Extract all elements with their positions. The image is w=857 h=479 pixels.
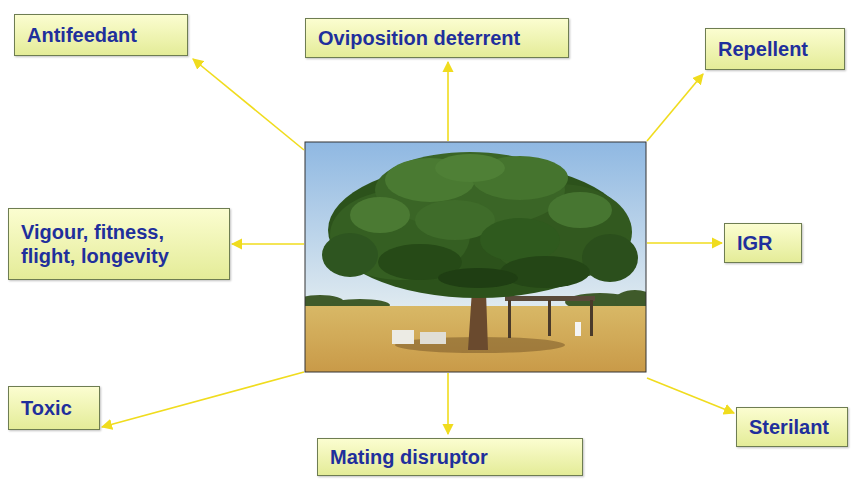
leader-arrows: [647, 242, 722, 244]
leader-arrows: [647, 378, 734, 413]
tree-canopy: [322, 152, 638, 298]
tree-canopy: [582, 234, 638, 282]
leader-arrows: [447, 62, 449, 141]
shed: [505, 296, 595, 338]
leader-arrows: [647, 74, 703, 141]
shed: [575, 322, 581, 336]
tree-canopy: [350, 197, 410, 233]
concrete-blocks: [420, 332, 446, 344]
effect-box: IGR: [724, 223, 802, 263]
shed: [508, 300, 511, 338]
effect-label: Oviposition deterrent: [318, 26, 520, 50]
effect-box: Sterilant: [736, 407, 848, 447]
effect-box: Repellent: [705, 28, 845, 70]
tree-canopy: [438, 268, 518, 288]
effect-box: Mating disruptor: [317, 438, 583, 476]
leader-arrows: [102, 372, 304, 427]
concrete-blocks: [392, 330, 446, 344]
effect-label: Sterilant: [749, 415, 829, 439]
effect-label: Repellent: [718, 37, 808, 61]
effect-label: Toxic: [21, 396, 72, 420]
photo-frame: [305, 142, 646, 372]
shed: [590, 300, 593, 336]
tree-canopy: [548, 192, 612, 228]
photo-scene: [305, 142, 646, 372]
effect-box: Vigour, fitness, flight, longevity: [8, 208, 230, 280]
tree-canopy: [322, 233, 378, 277]
leader-arrows: [232, 243, 304, 245]
effect-box: Toxic: [8, 386, 100, 430]
effect-label: Antifeedant: [27, 23, 137, 47]
concrete-blocks: [392, 330, 414, 344]
leader-arrows: [193, 59, 304, 150]
effect-label: Vigour, fitness, flight, longevity: [21, 220, 217, 268]
tree-canopy: [500, 256, 590, 288]
effect-box: Antifeedant: [14, 14, 188, 56]
effect-label: Mating disruptor: [330, 445, 488, 469]
tree-canopy: [435, 154, 505, 182]
leader-arrows: [447, 373, 449, 434]
effect-label: IGR: [737, 231, 773, 255]
effect-box: Oviposition deterrent: [305, 18, 569, 58]
photo-scene: [305, 142, 646, 307]
tree-canopy: [480, 218, 560, 262]
shed: [548, 300, 551, 336]
